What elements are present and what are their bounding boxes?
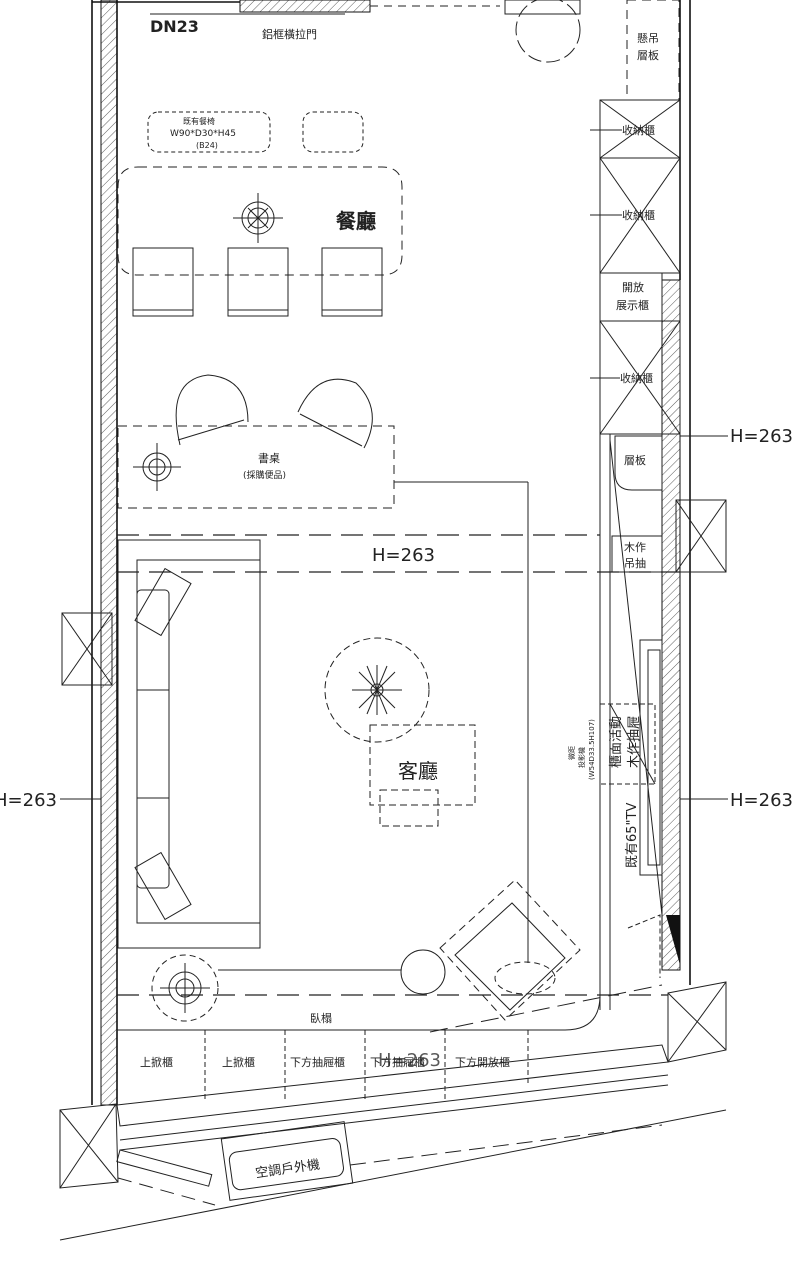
projector-label-3: (W54D33.5H107)	[588, 719, 596, 780]
wood-drawer-label: 木作	[624, 541, 646, 554]
dining-room-label: 餐廳	[336, 209, 376, 233]
storage-label-3: 收納櫃	[620, 371, 653, 385]
hanging-shelf-label-2: 層板	[637, 48, 659, 62]
existing-chair-label: 既有餐椅	[183, 116, 215, 126]
sofa	[117, 539, 261, 949]
right-cabinets: 收納櫃 收納櫃 開放 展示櫃 收納櫃 H=263 層板	[590, 99, 793, 1010]
open-cabinet-label: 下方開放櫃	[455, 1055, 510, 1069]
desk-area: 書桌 (採購便品)	[117, 374, 529, 963]
ac-unit-label: 空調戶外機	[254, 1158, 320, 1182]
bottom-window: 空調戶外機	[59, 1044, 727, 1241]
storage-label-2: 收納櫃	[622, 208, 655, 222]
top-wall	[239, 0, 371, 13]
living-room-label: 客廳	[398, 759, 438, 783]
height-label-right-top: H=263	[730, 426, 793, 447]
dining-light-icon	[233, 193, 283, 243]
tv-label: 既有65"TV	[625, 803, 640, 868]
plant-icon	[352, 665, 402, 715]
living-area: 客廳	[151, 637, 581, 1022]
drawer-cabinet-label-2: 下方抽屜櫃	[370, 1055, 425, 1069]
projector-label-2: 投影機	[577, 747, 586, 768]
lift-cabinet-label-2: 上掀櫃	[222, 1055, 255, 1069]
bed-label: 臥榻	[310, 1011, 332, 1025]
ac-unit: 空調戶外機	[220, 1121, 354, 1201]
dining-area: 餐廳	[117, 166, 403, 317]
existing-chair-code: (B24)	[196, 141, 218, 150]
shelf-label: 層板	[624, 453, 646, 467]
side-dimensions: H=263 H=263	[0, 790, 793, 811]
height-label-bottom: H=263	[378, 1050, 441, 1071]
wood-drawer-label-2: 吊抽	[624, 556, 646, 570]
columns	[59, 499, 727, 1189]
center-ceiling-line: H=263 木作 吊抽	[117, 534, 680, 573]
dn-label: DN23	[150, 17, 199, 36]
wall-cabinet-label-2: 木作抽屜	[627, 716, 642, 768]
top-area: DN23 鋁框橫拉門 懸吊 層板	[150, 0, 680, 101]
hanging-shelf-label: 懸吊	[637, 32, 659, 45]
existing-chairs: 既有餐椅 W90*D30*H45 (B24)	[147, 111, 364, 153]
drawer-cabinet-label: 下方抽屜櫃	[290, 1055, 345, 1069]
height-label-left: H=263	[0, 790, 57, 811]
wall-cabinet-label: 櫃面活動	[609, 716, 624, 768]
lift-cabinet-label-1: 上掀櫃	[140, 1055, 173, 1069]
lamp-icon	[151, 954, 219, 1022]
desk-sub-label: (採購便品)	[243, 469, 286, 481]
open-display-label: 開放	[622, 280, 644, 294]
tv-wall: 櫃面活動 木作抽屜 微距 投影機 (W54D33.5H107) 既有65"TV	[567, 439, 680, 978]
existing-chair-size: W90*D30*H45	[170, 129, 236, 139]
left-wall	[100, 0, 118, 1106]
sliding-door-label: 鋁框橫拉門	[262, 27, 317, 41]
right-wall	[661, 279, 681, 971]
height-label-center: H=263	[372, 545, 435, 566]
bed-area: 臥榻 上掀櫃 上掀櫃 下方抽屜櫃 下方抽屜櫃 H=263 下方開放櫃	[117, 975, 668, 1100]
walls	[91, 0, 691, 1106]
desk-light-icon	[133, 443, 181, 491]
open-display-label-2: 展示櫃	[616, 298, 649, 312]
desk-label: 書桌	[258, 451, 280, 465]
projector-label: 微距	[567, 746, 576, 760]
storage-label-1: 收納櫃	[622, 123, 655, 137]
height-label-right-bottom: H=263	[730, 790, 793, 811]
